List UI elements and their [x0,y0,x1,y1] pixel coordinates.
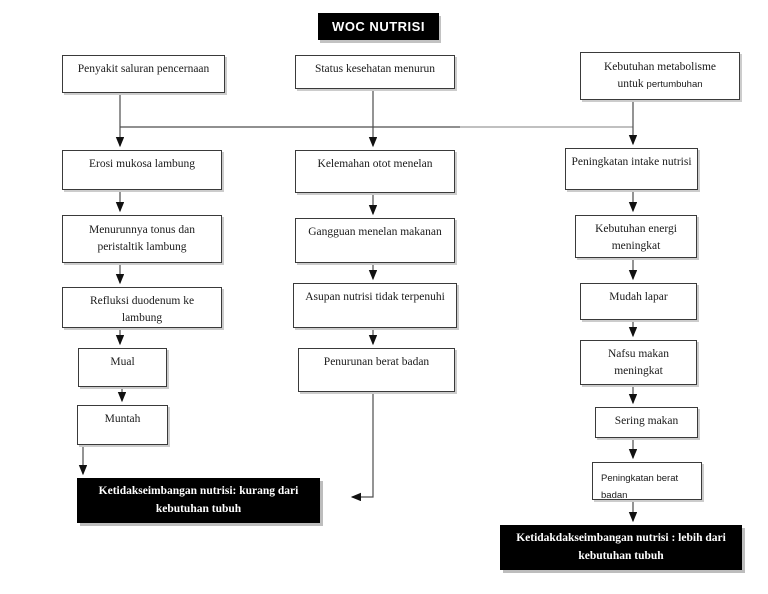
node-kebutuhan-metabolisme: Kebutuhan metabolisme untuk pertumbuhan [580,52,740,100]
node-erosi-mukosa-lambung: Erosi mukosa lambung [62,150,222,190]
node-asupan-nutrisi-tidak-terpenuhi: Asupan nutrisi tidak terpenuhi [293,283,457,328]
node-gangguan-menelan-makanan: Gangguan menelan makanan [295,218,455,263]
node-penyakit-saluran-pencernaan: Penyakit saluran pencernaan [62,55,225,93]
node-diagnosis-nutrisi-lebih: Ketidakdakseimbangan nutrisi : lebih dar… [500,525,742,570]
node-line1: Kebutuhan metabolisme [603,61,717,73]
node-nafsu-makan-meningkat: Nafsu makan meningkat [580,340,697,385]
node-muntah: Muntah [77,405,168,445]
node-mual: Mual [78,348,167,387]
node-peningkatan-intake-nutrisi: Peningkatan intake nutrisi [565,148,698,190]
node-penurunan-berat-badan: Penurunan berat badan [298,348,455,392]
node-status-kesehatan-menurun: Status kesehatan menurun [295,55,455,89]
node-mudah-lapar: Mudah lapar [580,283,697,320]
node-sering-makan: Sering makan [595,407,698,438]
node-kebutuhan-energi-meningkat: Kebutuhan energi meningkat [575,215,697,258]
node-menurunnya-tonus: Menurunnya tonus dan peristaltik lambung [62,215,222,263]
node-diagnosis-nutrisi-kurang: Ketidakseimbangan nutrisi: kurang dari k… [77,478,320,523]
node-line2-sans: pertumbuhan [646,78,703,90]
diagram-title: WOC NUTRISI [318,13,439,40]
arrow-penurunan-diagnosis [350,392,374,502]
node-line2-serif: untuk [617,77,644,90]
node-refluksi-duodenum: Refluksi duodenum ke lambung [62,287,222,328]
node-kelemahan-otot-menelan: Kelemahan otot menelan [295,150,455,193]
node-peningkatan-berat-badan: Peningkatan berat badan [592,462,702,501]
